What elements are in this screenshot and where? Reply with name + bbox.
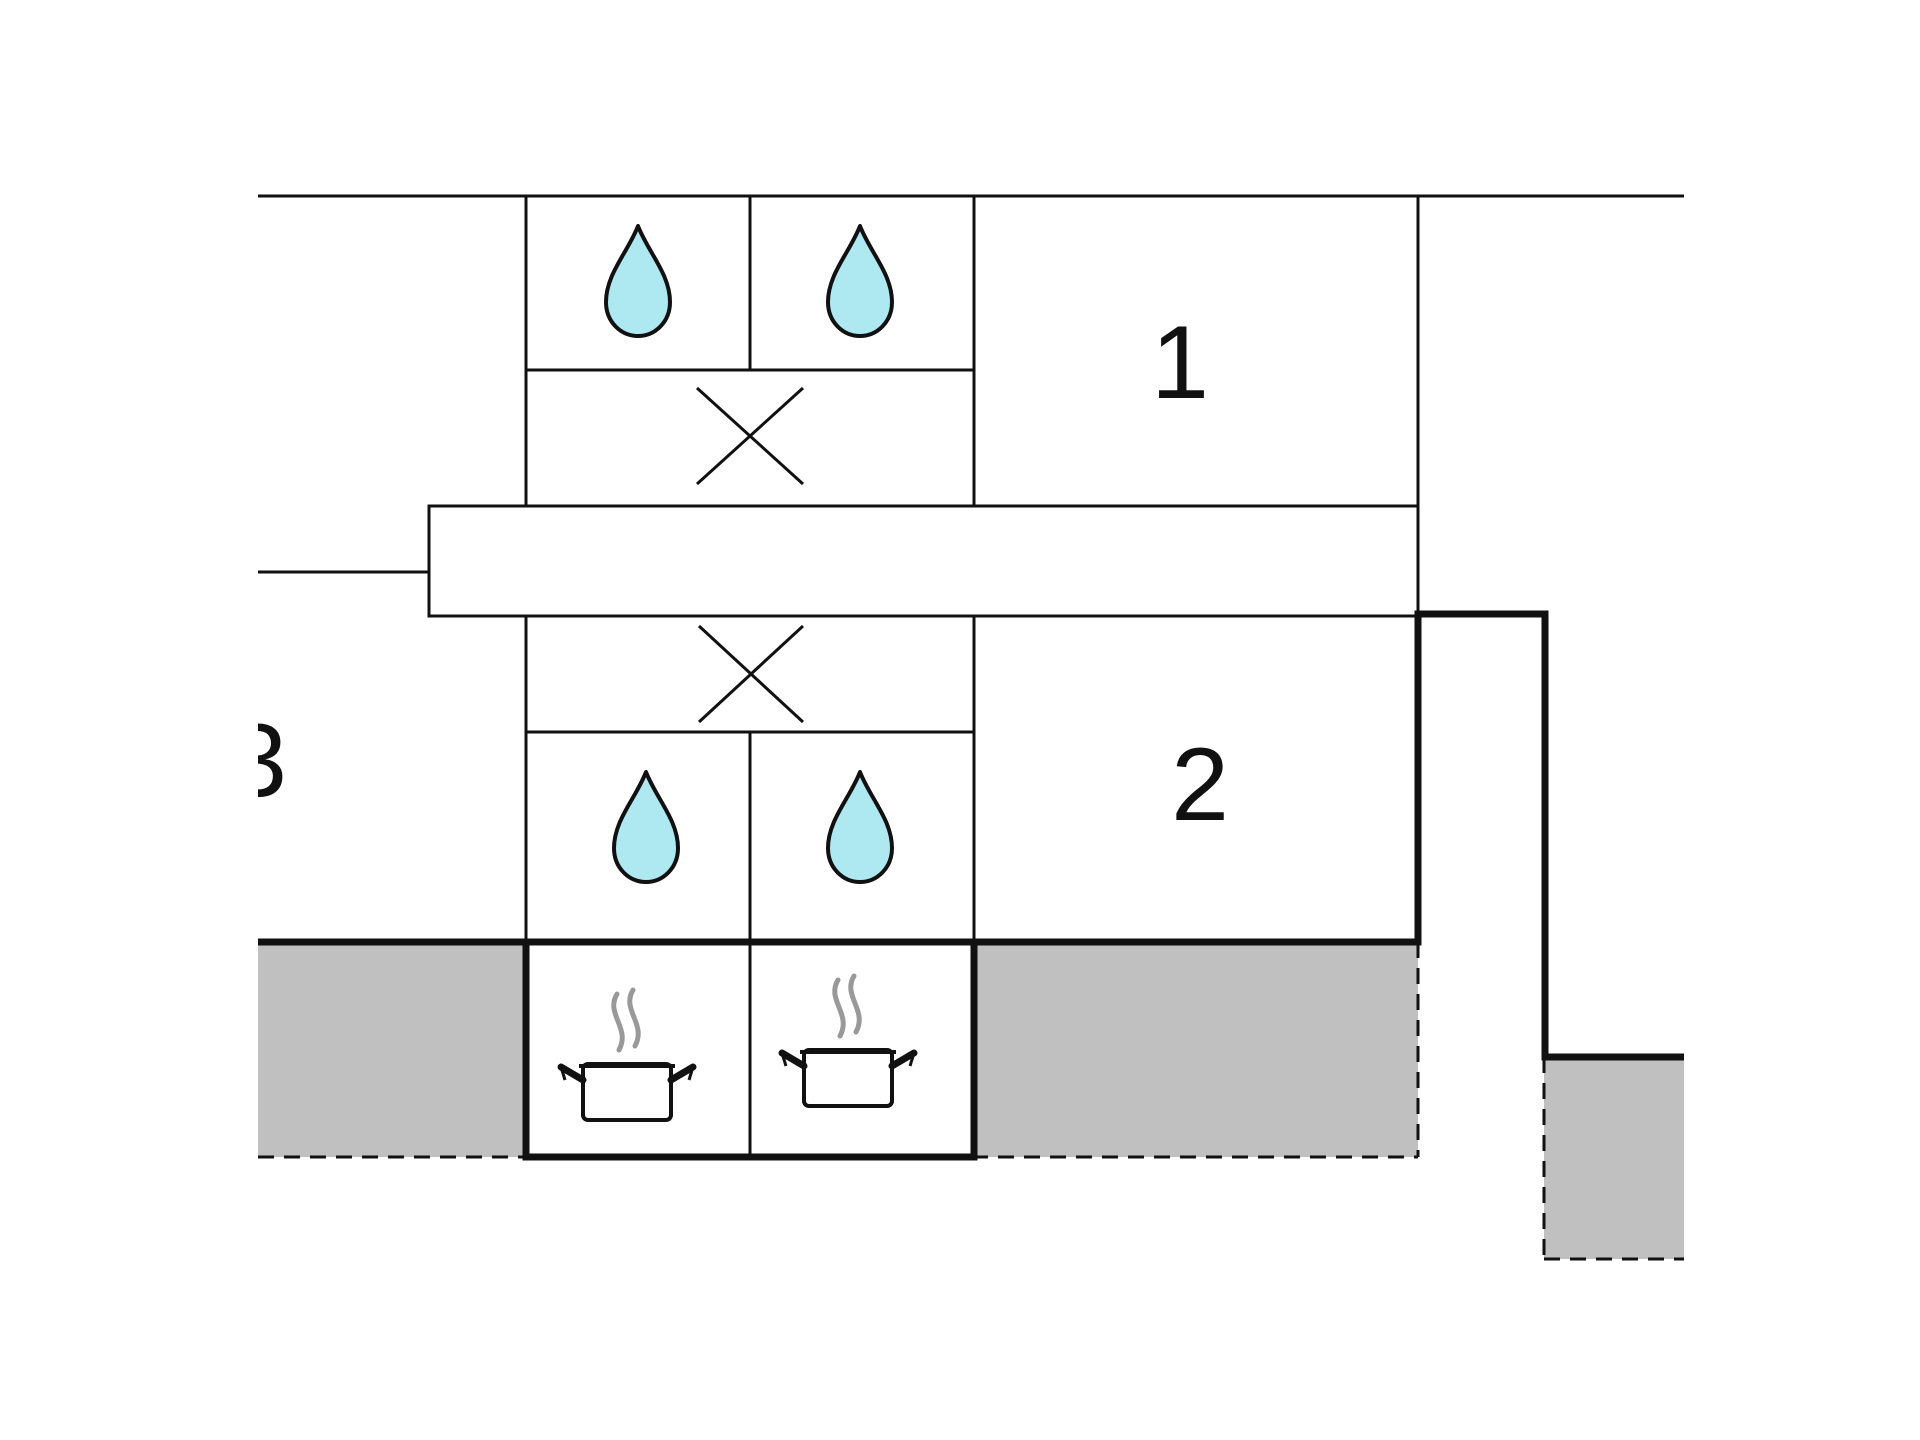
dashed-outlines [258,942,1684,1261]
shaded-area-left [258,942,526,1157]
water-drop-icon [826,770,894,884]
water-drop-icon [612,770,680,884]
cooking-pot-icon [561,990,693,1120]
cross-icon [697,624,805,724]
water-drop-icon [604,224,672,338]
cooking-pot-icon [782,976,914,1106]
thin-walls [258,194,1684,1157]
cross-icon [695,386,805,486]
shaded-area-right [1544,1057,1684,1259]
crop-mask-left [0,0,258,1440]
thick-walls [258,610,1684,1161]
room-1-label: 1 [1151,305,1209,421]
water-drop-icon [826,224,894,338]
room-2-label: 2 [1171,727,1229,843]
shaded-area-middle [972,942,1418,1157]
